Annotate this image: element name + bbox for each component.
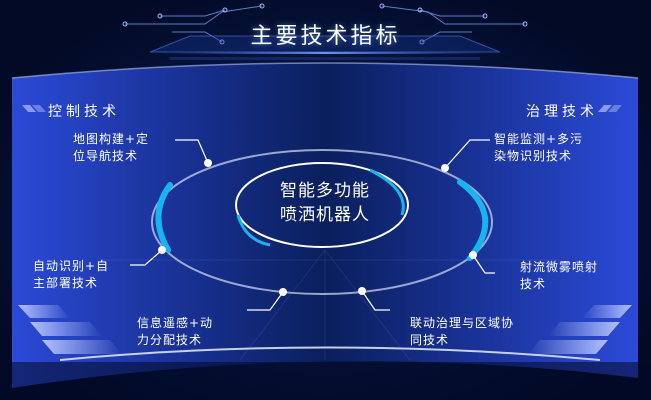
inner-ring: [235, 162, 409, 248]
circuit-decoration: [122, 3, 528, 60]
tech-item-jet-mist: 射流微雾喷射 技术: [520, 260, 599, 291]
decor-stripe: [42, 340, 122, 354]
center-title-line2: 喷洒机器人: [280, 205, 370, 225]
tech-item-remote-sensing: 信息遥感+动 力分配技术: [137, 316, 214, 347]
center-title-line1: 智能多功能: [280, 181, 370, 201]
tech-item-monitoring: 智能监测+多污 染物识别技术: [494, 132, 584, 163]
page-title: 主要技术指标: [250, 24, 401, 49]
section-label-treatment: 治理技术: [526, 104, 598, 120]
decor-stripe: [548, 322, 620, 336]
tech-item-auto-recognition: 自动识别+自 主部署技术: [33, 259, 110, 290]
header: 主要技术指标: [0, 0, 651, 62]
decor-stripe: [528, 340, 608, 354]
decor-stripe: [30, 322, 102, 336]
tech-item-mapping-navigation: 地图构建+定 位导航技术: [73, 132, 150, 163]
section-label-control: 控制技术: [48, 104, 120, 120]
outer-ring: [151, 149, 493, 295]
decor-stripe: [582, 305, 632, 318]
decor-stripe: [18, 305, 70, 318]
center-title: 智能多功能 喷洒机器人: [240, 179, 410, 227]
tech-item-linked-governance: 联动治理与区域协 同技术: [410, 316, 515, 347]
